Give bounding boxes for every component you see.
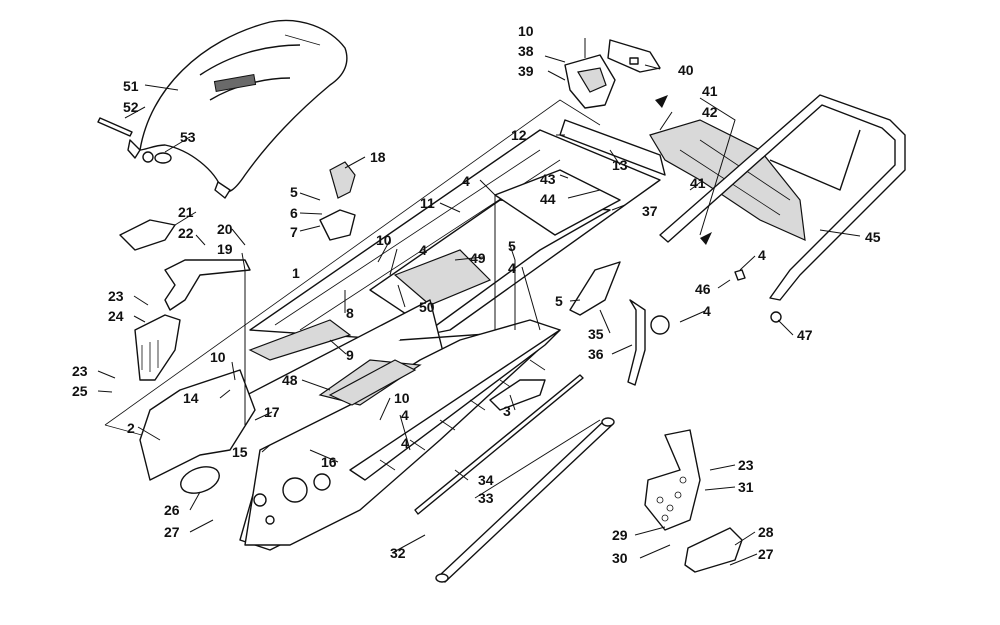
callout-49: 49 <box>470 250 486 266</box>
callout-39: 39 <box>518 63 534 79</box>
callout-10: 10 <box>210 349 226 365</box>
callout-27: 27 <box>164 524 180 540</box>
step-part <box>684 527 743 573</box>
callout-15: 15 <box>232 444 248 460</box>
callout-33: 33 <box>478 490 494 506</box>
callouts: 1 2 3 4 4 4 4 4 4 4 5 5 5 6 7 8 9 10 10 … <box>72 23 881 566</box>
callout-10: 10 <box>518 23 534 39</box>
callout-24: 24 <box>108 308 124 324</box>
callout-23: 23 <box>72 363 88 379</box>
callout-26: 26 <box>164 502 180 518</box>
callout-31: 31 <box>738 479 754 495</box>
callout-37: 37 <box>642 203 658 219</box>
callout-4: 4 <box>401 435 409 451</box>
callout-28: 28 <box>758 524 774 540</box>
callout-51: 51 <box>123 78 139 94</box>
hitch-bracket-part <box>564 39 661 109</box>
callout-11: 11 <box>420 195 435 211</box>
callout-50: 50 <box>419 299 435 315</box>
callout-14: 14 <box>183 390 199 406</box>
callout-46: 46 <box>695 281 711 297</box>
callout-10: 10 <box>394 390 410 406</box>
callout-17: 17 <box>264 404 280 420</box>
side-bracket-part <box>569 261 621 316</box>
callout-9: 9 <box>346 347 354 363</box>
seat-part <box>127 19 348 199</box>
callout-52: 52 <box>123 99 139 115</box>
callout-41: 41 <box>690 175 706 191</box>
bolt-part <box>734 269 746 281</box>
callout-42: 42 <box>702 104 718 120</box>
callout-53: 53 <box>180 129 196 145</box>
callout-38: 38 <box>518 43 534 59</box>
callout-2: 2 <box>127 420 135 436</box>
callout-35: 35 <box>588 326 604 342</box>
callout-29: 29 <box>612 527 628 543</box>
callout-25: 25 <box>72 383 88 399</box>
callout-40: 40 <box>678 62 694 78</box>
callout-43: 43 <box>540 171 556 187</box>
reflector-part <box>134 314 181 381</box>
washer-part <box>142 151 154 163</box>
callout-5: 5 <box>290 184 298 200</box>
callout-4: 4 <box>419 242 427 258</box>
strap-part <box>627 299 646 386</box>
callout-7: 7 <box>290 224 298 240</box>
callout-4: 4 <box>462 173 470 189</box>
tunnel-part <box>139 129 661 551</box>
trim-cover-part <box>119 219 176 251</box>
callout-22: 22 <box>178 225 194 241</box>
callout-23: 23 <box>738 457 754 473</box>
rail-tube-part <box>414 374 615 583</box>
leader-lines <box>97 38 861 566</box>
callout-34: 34 <box>478 472 494 488</box>
callout-12: 12 <box>511 127 527 143</box>
rubber-bumper-part <box>154 152 172 164</box>
seat-pin-part <box>97 117 133 137</box>
callout-8: 8 <box>346 305 354 321</box>
bumper-pad-part <box>180 466 220 494</box>
callout-44: 44 <box>540 191 556 207</box>
callout-19: 19 <box>217 241 233 257</box>
cover-part <box>329 161 356 199</box>
callout-4: 4 <box>508 260 516 276</box>
callout-21: 21 <box>178 204 194 220</box>
callout-10: 10 <box>376 232 392 248</box>
callout-4: 4 <box>703 303 711 319</box>
callout-30: 30 <box>612 550 628 566</box>
callout-5: 5 <box>555 293 563 309</box>
callout-6: 6 <box>290 205 298 221</box>
callout-41: 41 <box>702 83 718 99</box>
mount-bracket-part <box>319 209 356 241</box>
callout-4: 4 <box>758 247 766 263</box>
callout-4: 4 <box>401 407 409 423</box>
callout-23: 23 <box>108 288 124 304</box>
callout-27: 27 <box>758 546 774 562</box>
reinforcement-bar-part <box>559 119 666 176</box>
bumper-mount-part <box>650 315 670 335</box>
callout-36: 36 <box>588 346 604 362</box>
arrow-icon <box>700 232 712 245</box>
arrow-icon <box>655 95 668 108</box>
grip-pad-part <box>328 359 417 406</box>
callout-5: 5 <box>508 238 516 254</box>
callout-48: 48 <box>282 372 298 388</box>
callout-32: 32 <box>390 545 406 561</box>
nut-part <box>770 311 782 323</box>
rear-bumper-part <box>659 94 906 301</box>
callout-13: 13 <box>612 157 628 173</box>
bracket-part <box>489 379 546 411</box>
callout-16: 16 <box>321 454 337 470</box>
callout-45: 45 <box>865 229 881 245</box>
callout-3: 3 <box>503 403 511 419</box>
callout-1: 1 <box>292 265 300 281</box>
callout-20: 20 <box>217 221 233 237</box>
footrest-bracket-part <box>644 429 701 531</box>
grab-handle-part <box>164 259 251 311</box>
callout-18: 18 <box>370 149 386 165</box>
callout-47: 47 <box>797 327 813 343</box>
